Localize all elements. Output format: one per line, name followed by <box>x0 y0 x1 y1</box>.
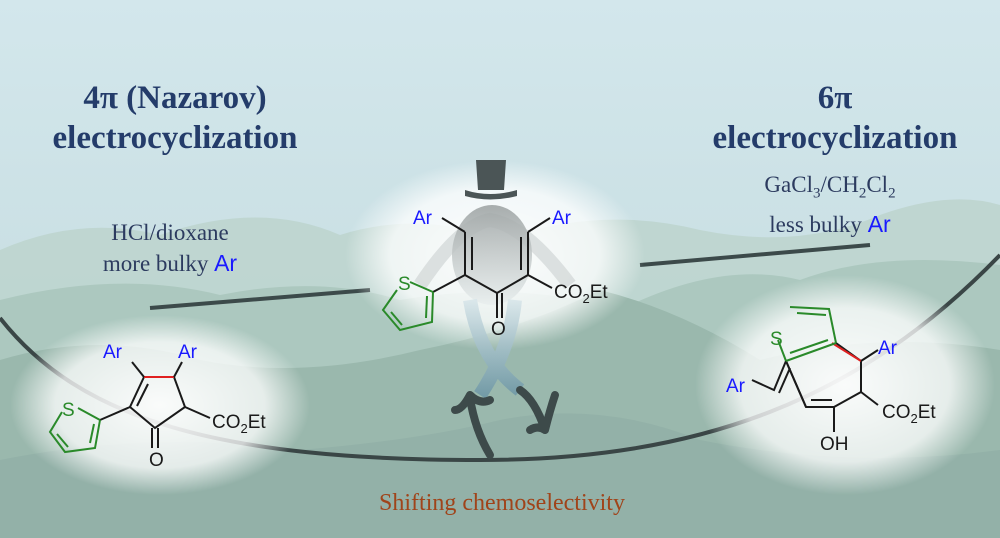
right-conditions: GaCl3/CH2Cl2 less bulky Ar <box>720 170 940 240</box>
left-ester: CO2Et <box>212 412 266 436</box>
left-molecule <box>48 361 211 454</box>
right-oh: OH <box>820 434 849 455</box>
heading-6pi-line2: electrocyclization <box>712 120 958 156</box>
center-s: S <box>398 274 411 295</box>
walker-hat <box>465 160 517 200</box>
upper-tightrope-right <box>639 243 871 267</box>
right-molecule <box>751 306 879 432</box>
right-reagent: GaCl3/CH2Cl2 <box>764 172 896 202</box>
center-molecule <box>381 217 553 332</box>
left-reagent: HCl/dioxane <box>111 220 229 245</box>
foreground-hills <box>0 413 1000 538</box>
center-ester: CO2Et <box>554 282 608 306</box>
heading-4pi-line2: electrocyclization <box>52 120 298 156</box>
walker-right-foot <box>516 386 559 434</box>
left-ar-right: Ar <box>178 342 198 363</box>
heading-4pi-line1: 4π (Nazarov) <box>83 80 267 116</box>
heading-6pi: 6π electrocyclization <box>680 78 990 158</box>
left-s: S <box>62 400 75 421</box>
right-ester: CO2Et <box>882 402 936 426</box>
center-ar-left: Ar <box>413 208 433 229</box>
right-note-text: less bulky <box>769 211 868 237</box>
left-ar-left: Ar <box>103 342 123 363</box>
right-molecule-glow <box>695 275 995 495</box>
center-o: O <box>491 319 506 340</box>
left-note-ar: Ar <box>214 250 238 276</box>
upper-tightrope <box>149 288 371 310</box>
left-o: O <box>149 450 164 471</box>
left-selectivity-note: more bulky Ar <box>60 248 280 279</box>
right-ar-top: Ar <box>878 338 898 359</box>
right-ar-left: Ar <box>726 376 746 397</box>
heading-4pi: 4π (Nazarov) electrocyclization <box>20 78 330 158</box>
left-note-text: more bulky <box>102 251 215 276</box>
walker-left-foot <box>451 391 494 459</box>
center-ar-right: Ar <box>552 208 572 229</box>
walker-legs <box>463 298 525 399</box>
right-selectivity-note: less bulky Ar <box>720 209 940 240</box>
heading-6pi-line1: 6π <box>817 80 853 116</box>
caption: Shifting chemoselectivity <box>379 490 625 516</box>
right-s: S <box>770 329 783 350</box>
left-conditions: HCl/dioxane more bulky Ar <box>60 218 280 279</box>
right-note-ar: Ar <box>867 210 891 237</box>
